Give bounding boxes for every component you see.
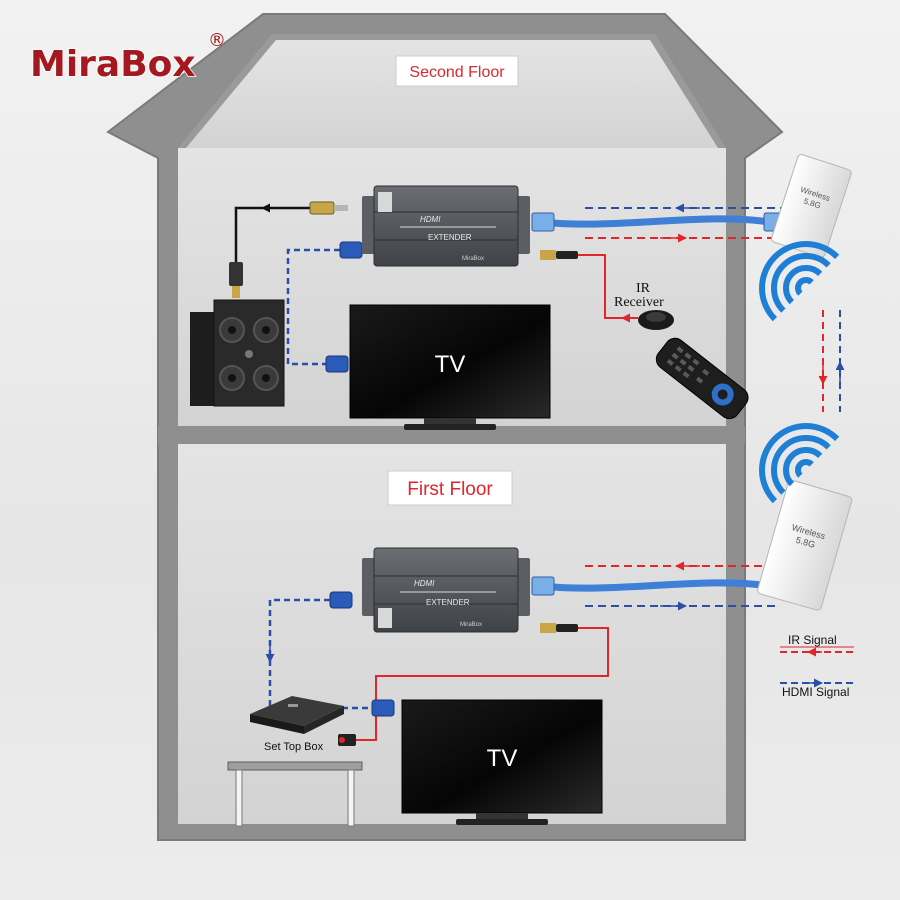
ir-jack: [540, 623, 578, 633]
extender-brand: MiraBox: [462, 256, 484, 262]
floor-divider: [158, 426, 745, 444]
extender-line2: EXTENDER: [428, 233, 472, 242]
hdmi-plug: [329, 591, 353, 609]
ir-receiver-label-1: IR: [636, 281, 651, 296]
wifi-icon: [759, 241, 840, 322]
extender-line1: HDMI: [414, 579, 435, 588]
logo-text: MiraBox: [30, 44, 196, 85]
hdmi-extender-second: HDMI EXTENDER MiraBox: [362, 185, 530, 267]
wireless-link-lines: [818, 310, 845, 412]
rj45-plug: [531, 212, 555, 232]
hdmi-cable-second: [286, 248, 340, 366]
ir-receiver: IR Receiver: [614, 281, 674, 330]
set-top-box: Set Top Box: [250, 696, 344, 753]
hdmi-plug: [325, 355, 349, 373]
tv-second-floor: TV: [349, 304, 551, 430]
second-floor-label-box: Second Floor: [395, 55, 519, 87]
tv-label-second: TV: [435, 351, 466, 378]
extender-line2: EXTENDER: [426, 598, 470, 607]
wireless-unit-lower: Wireless 5.8G: [757, 479, 853, 611]
legend-ir-label: IR Signal: [788, 633, 837, 647]
hdmi-plug: [339, 241, 363, 259]
attic-fill: [186, 40, 718, 148]
brand-logo: MiraBox ®: [29, 30, 226, 86]
wifi-icon: [759, 423, 840, 504]
table: [227, 761, 363, 827]
ir-cable-first: [350, 627, 609, 741]
hdmi-extender-first: HDMI EXTENDER MiraBox: [362, 547, 530, 633]
registered-mark: ®: [208, 30, 226, 51]
ir-jack: [540, 250, 578, 260]
first-floor-wiring: [265, 598, 609, 741]
first-floor-label: First Floor: [407, 479, 493, 500]
tv-label-first: TV: [487, 745, 518, 772]
legend-hdmi-label: HDMI Signal: [782, 685, 849, 699]
second-floor-wiring: [234, 203, 638, 366]
ir-jack: [338, 734, 356, 746]
rca-plug: [229, 201, 348, 298]
connectors: [229, 201, 578, 746]
remote-control: [655, 337, 749, 420]
set-top-box-label: Set Top Box: [264, 741, 324, 753]
ir-receiver-label-2: Receiver: [614, 295, 664, 310]
ethernet-cable-second: [536, 215, 774, 228]
hdmi-plug: [371, 699, 395, 717]
legend: IR Signal HDMI Signal: [780, 633, 854, 699]
rj45-plug: [531, 576, 555, 596]
tv-first-floor: TV: [401, 699, 603, 825]
speaker: [190, 299, 285, 407]
ethernet-cable-first: [536, 579, 774, 592]
extender-line1: HDMI: [420, 215, 441, 224]
wireless-unit-upper: Wireless 5.8G: [771, 154, 852, 258]
second-floor-label: Second Floor: [409, 64, 505, 81]
extender-brand: MiraBox: [460, 622, 482, 628]
first-floor-label-box: First Floor: [387, 470, 513, 506]
